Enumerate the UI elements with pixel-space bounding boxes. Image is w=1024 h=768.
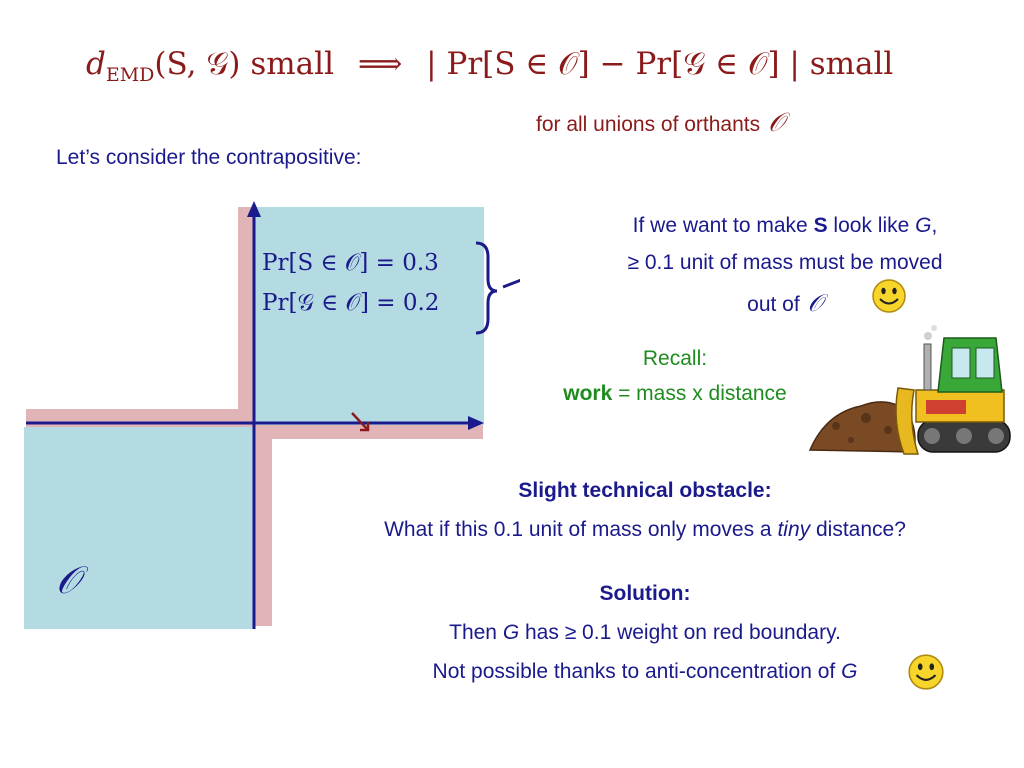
orthant-region-upper [254, 207, 484, 425]
solution-line1-italic: G [502, 620, 520, 644]
y-axis-arrowhead [247, 201, 261, 217]
subtitle: for all unions of orthants 𝒪 [536, 108, 785, 139]
subtitle-orthant-symbol: 𝒪 [768, 108, 785, 138]
solution-line-1: Then G has ≥ 0.1 weight on red boundary. [320, 614, 970, 653]
callout-line1-pre: If we want to make [632, 214, 814, 237]
boundary-band-horizontal-left [26, 409, 258, 431]
callout-text: If we want to make S look like G, ≥ 0.1 … [575, 208, 995, 324]
callout-line-1: If we want to make S look like G, [575, 208, 995, 245]
smiley-icon [908, 654, 944, 690]
callout-arrow [502, 278, 520, 289]
recall-rest: = mass x distance [612, 381, 787, 405]
bulldozer-image [808, 325, 1011, 455]
mass-move-arrow [351, 412, 368, 430]
orthant-diagram [24, 201, 520, 629]
recall-note: Recall: work = mass x distance [510, 342, 840, 411]
solution-line-2: Not possible thanks to anti-concentratio… [320, 653, 970, 692]
callout-line1-post: , [931, 214, 938, 237]
recall-work: work [563, 381, 613, 405]
callout-orthant-symbol: 𝒪 [807, 288, 823, 317]
slide-title: dEMD(S, 𝒢) small ⟹ | Pr[S ∈ 𝒪] − Pr[𝒢 ∈ … [86, 46, 893, 86]
recall-label: Recall: [642, 347, 708, 370]
obstacle-question: What if this 0.1 unit of mass only moves… [320, 511, 970, 550]
orthant-label: 𝒪 [56, 558, 80, 602]
equation-pr-s: Pr[S ∈ 𝒪] = 0.3 [262, 250, 439, 276]
subtitle-text: for all unions of orthants [536, 113, 761, 136]
obstacle-italic: tiny [777, 517, 811, 541]
solution-section: Solution: Then G has ≥ 0.1 weight on red… [320, 575, 970, 692]
solution-line2-pre: Not possible thanks to anti-concentratio… [432, 659, 842, 683]
obstacle-heading-text: Slight technical obstacle: [518, 479, 772, 502]
callout-line1-bold: S [813, 214, 828, 237]
callout-line3-text: out of [747, 292, 800, 316]
mass-move-arrowhead [360, 422, 370, 432]
obstacle-section: Slight technical obstacle: What if this … [320, 472, 970, 550]
callout-line1-italic: G [915, 214, 932, 237]
smiley-icon [872, 279, 906, 313]
obstacle-pre: What if this 0.1 unit of mass only moves… [384, 517, 778, 541]
solution-line1-pre: Then [449, 620, 503, 644]
title-d: d [86, 46, 106, 82]
solution-line2-italic: G [841, 659, 858, 683]
solution-heading: Solution: [320, 575, 970, 614]
intro-text: Let’s consider the contrapositive: [56, 146, 362, 169]
callout-line1-mid: look like [827, 214, 916, 237]
title-emd-subscript: EMD [105, 64, 155, 87]
callout-line-2: ≥ 0.1 unit of mass must be moved [627, 250, 943, 274]
title-implies: ⟹ [357, 46, 403, 82]
recall-formula: work = mass x distance [510, 377, 840, 412]
equation-pr-g: Pr[𝒢 ∈ 𝒪] = 0.2 [262, 290, 440, 316]
title-lhs-args: (S, 𝒢) small [154, 46, 334, 82]
equation-brace [475, 241, 498, 335]
title-rhs: | Pr[S ∈ 𝒪] − Pr[𝒢 ∈ 𝒪] | small [426, 46, 894, 82]
obstacle-heading: Slight technical obstacle: [320, 472, 970, 511]
x-axis-arrowhead [468, 416, 484, 430]
solution-line1-post: has ≥ 0.1 weight on red boundary. [519, 620, 841, 644]
obstacle-post: distance? [810, 517, 906, 541]
solution-heading-text: Solution: [599, 582, 691, 605]
orthant-region-lower [24, 427, 254, 629]
callout-line-3: out of 𝒪 [575, 282, 995, 324]
